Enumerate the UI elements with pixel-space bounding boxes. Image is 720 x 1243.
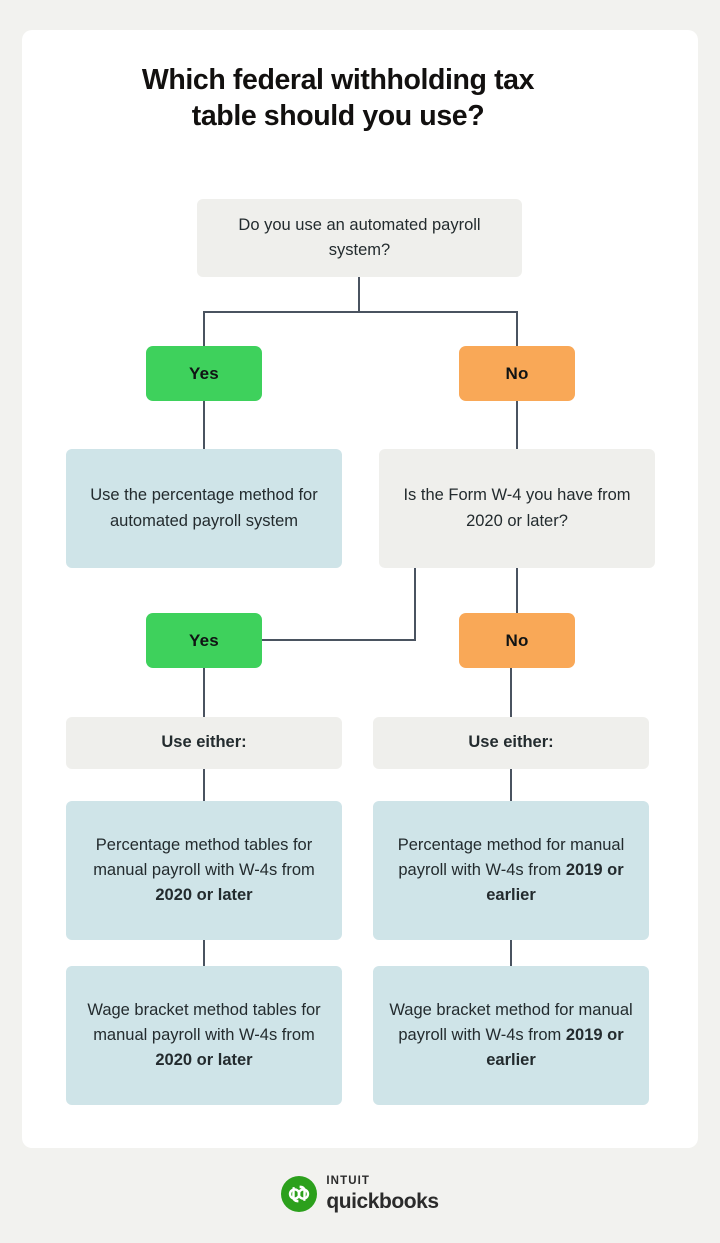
connector-either-right-to-output-1	[510, 768, 512, 803]
connector-output-left-1-to-2	[203, 939, 205, 968]
brand-wordmark: INTUIT quickbooks	[326, 1175, 439, 1213]
decision-automated-payroll: Do you use an automated payroll system?	[197, 199, 522, 277]
branch-yes-w4-2020-or-later[interactable]: Yes	[146, 613, 262, 668]
connector-q2-yes-arm	[261, 639, 416, 641]
brand-logo: INTUIT quickbooks	[0, 1176, 720, 1212]
connector-q2-yes-stem	[414, 567, 416, 641]
output-left-percentage-method-tables: Percentage method tables for manual payr…	[66, 801, 342, 940]
branch-yes-automated[interactable]: Yes	[146, 346, 262, 401]
connector-output-right-1-to-2	[510, 939, 512, 968]
brand-quickbooks-text: quickbooks	[326, 1189, 439, 1213]
connector-branch1-bar	[203, 311, 517, 313]
output-left-wage-bracket-method-tables: Wage bracket method tables for manual pa…	[66, 966, 342, 1105]
connector-q2-to-no2	[516, 567, 518, 615]
output-right-1-emphasis: 2019 or earlier	[486, 860, 624, 905]
output-left-2-emphasis: 2020 or later	[155, 1051, 253, 1070]
connector-either-left-to-output-1	[203, 768, 205, 803]
branch-no-w4-2020-or-later[interactable]: No	[459, 613, 575, 668]
output-right-wage-bracket-method: Wage bracket method for manual payroll w…	[373, 966, 649, 1105]
result-automated-percentage-method: Use the percentage method for automated …	[66, 449, 342, 568]
output-right-1-text: Percentage method for manual payroll wit…	[397, 835, 625, 905]
decision-form-w4-year: Is the Form W-4 you have from 2020 or la…	[379, 449, 655, 568]
brand-intuit-text: INTUIT	[326, 1175, 371, 1188]
page-title-line-1: Which federal withholding tax	[141, 64, 535, 96]
output-left-2-text: Wage bracket method tables for manual pa…	[87, 1000, 321, 1070]
connector-branch1-yes	[203, 311, 205, 347]
output-right-2-emphasis: 2019 or earlier	[486, 1025, 624, 1070]
use-either-label-left: Use either:	[66, 717, 342, 769]
connector-branch1-no	[516, 311, 518, 347]
page-title-line-2: table should you use?	[191, 100, 485, 133]
connector-no2-to-either	[510, 667, 512, 719]
connector-no1-to-q2	[516, 400, 518, 450]
connector-yes1-to-result	[203, 400, 205, 450]
output-left-1-emphasis: 2020 or later	[155, 886, 253, 905]
use-either-label-right: Use either:	[373, 717, 649, 769]
connector-yes2-to-either	[203, 667, 205, 719]
page-title: Which federal withholding tax table shou…	[50, 62, 626, 135]
output-right-2-text: Wage bracket method for manual payroll w…	[389, 1000, 633, 1070]
connector-q1-stem	[358, 277, 360, 313]
branch-no-automated[interactable]: No	[459, 346, 575, 401]
quickbooks-qb-icon	[281, 1176, 318, 1212]
output-left-1-text: Percentage method tables for manual payr…	[93, 835, 315, 905]
output-right-percentage-method: Percentage method for manual payroll wit…	[373, 801, 649, 940]
